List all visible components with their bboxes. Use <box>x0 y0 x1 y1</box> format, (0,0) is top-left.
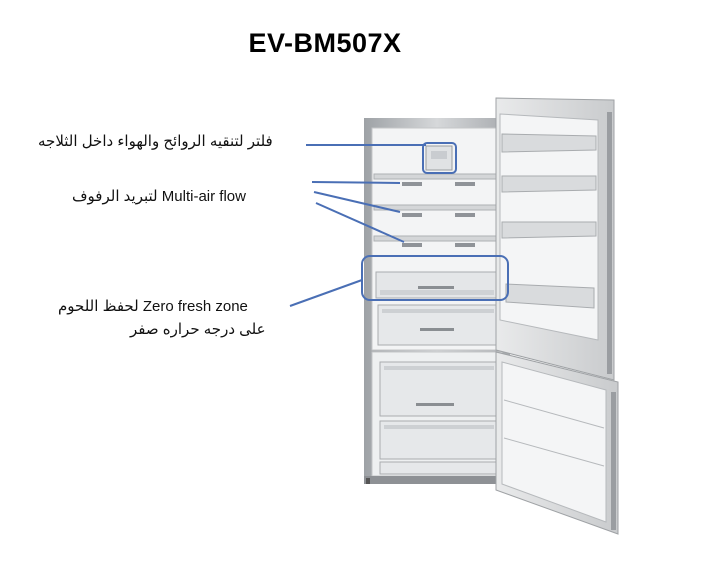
filter-highlight <box>422 142 457 174</box>
air-callout-1 <box>311 181 401 184</box>
zero-fresh-highlight <box>361 255 509 301</box>
multi-air-vents <box>402 182 475 247</box>
zero-fresh-callout <box>289 279 363 307</box>
freezer-drawers <box>379 361 499 475</box>
crisper-drawer <box>377 304 499 346</box>
zero-fresh-zone-label-line2: على درجه حراره صفر <box>130 321 266 338</box>
air-filter <box>425 145 453 171</box>
air-callout-2 <box>313 191 401 213</box>
zero-fresh-drawer <box>375 271 499 299</box>
product-title: EV-BM507X <box>248 28 402 58</box>
multi-air-flow-label: لتبريد الرفوف Multi-air flow <box>72 188 246 205</box>
air-callout-3 <box>315 202 405 243</box>
callout-lines <box>289 142 509 307</box>
zero-fresh-zone-label: لحفظ اللحوم Zero fresh zone <box>58 298 248 315</box>
filter-label: فلتر لتنقيه الروائح والهواء داخل الثلاجه <box>38 133 273 150</box>
lower-door <box>495 351 619 535</box>
upper-door <box>495 97 615 381</box>
